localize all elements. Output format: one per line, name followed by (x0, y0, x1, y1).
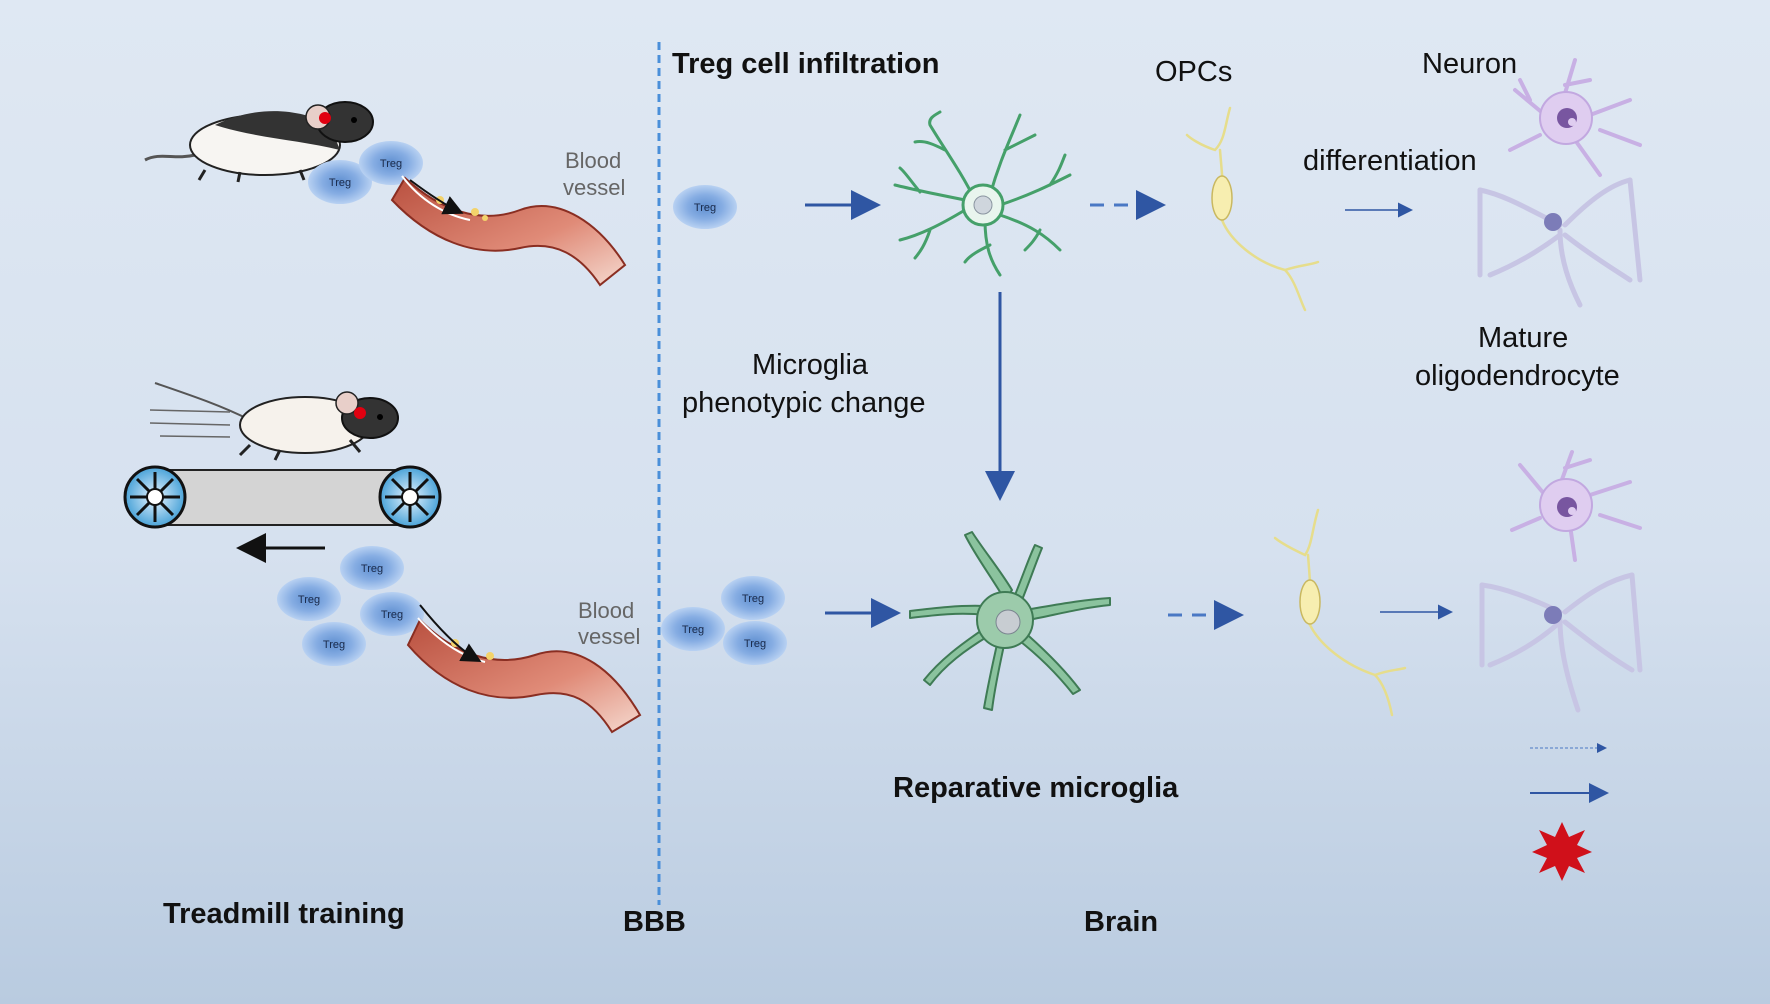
blood-vessel-bottom (406, 604, 642, 734)
neuron-top (1508, 58, 1642, 177)
label-opcs: OPCs (1155, 56, 1233, 88)
label-blood-vessel-top-2: vessel (563, 175, 626, 200)
treadmill (123, 465, 442, 563)
oligodendrocyte-nucleus-top (1544, 213, 1562, 231)
treg-label: Treg (682, 624, 704, 636)
treg-cluster-bottom-left (277, 546, 424, 666)
blood-vessel-top (390, 175, 627, 287)
oligodendrocyte-bottom (1479, 572, 1643, 713)
label-microglia: Microglia (752, 349, 869, 381)
treg-cluster-top (308, 141, 423, 204)
label-mature: Mature (1478, 322, 1569, 354)
label-neuron: Neuron (1422, 48, 1518, 80)
label-blood-vessel-bottom-1: Blood (578, 598, 635, 623)
label-treadmill-training: Treadmill training (163, 898, 405, 930)
treg-label: Treg (380, 158, 402, 170)
label-blood-vessel-bottom-2: vessel (578, 624, 641, 649)
legend-injury-star-icon (1532, 822, 1592, 881)
label-brain: Brain (1084, 906, 1159, 938)
label-phenotypic-change: phenotypic change (682, 387, 926, 419)
label-treg-infiltration: Treg cell infiltration (672, 48, 940, 80)
microglia-reparative (909, 531, 1111, 711)
label-differentiation: differentiation (1303, 145, 1477, 177)
treg-cluster-brain (661, 576, 787, 665)
label-blood-vessel-top-1: Blood (565, 148, 622, 173)
running-mouse (149, 382, 399, 461)
mouse-top (144, 101, 374, 183)
oligodendrocyte-nucleus-bottom (1544, 606, 1562, 624)
oligodendrocyte-top (1477, 177, 1643, 308)
treg-label: Treg (694, 202, 716, 214)
label-bbb: BBB (623, 906, 686, 938)
opc-cell-top (1185, 106, 1320, 312)
treg-label: Treg (298, 594, 320, 606)
label-oligodendrocyte: oligodendrocyte (1415, 360, 1620, 392)
opc-body-top (1211, 175, 1233, 221)
treg-label: Treg (323, 639, 345, 651)
treg-label: Treg (329, 177, 351, 189)
treg-label: Treg (744, 638, 766, 650)
microglia-resting (893, 110, 1072, 277)
treg-label: Treg (742, 593, 764, 605)
opc-body-bottom (1299, 579, 1321, 625)
label-reparative-microglia: Reparative microglia (893, 772, 1179, 804)
treg-label: Treg (381, 609, 403, 621)
treg-label: Treg (361, 563, 383, 575)
neuron-bottom (1510, 450, 1642, 562)
treg-cell-single (673, 185, 737, 229)
